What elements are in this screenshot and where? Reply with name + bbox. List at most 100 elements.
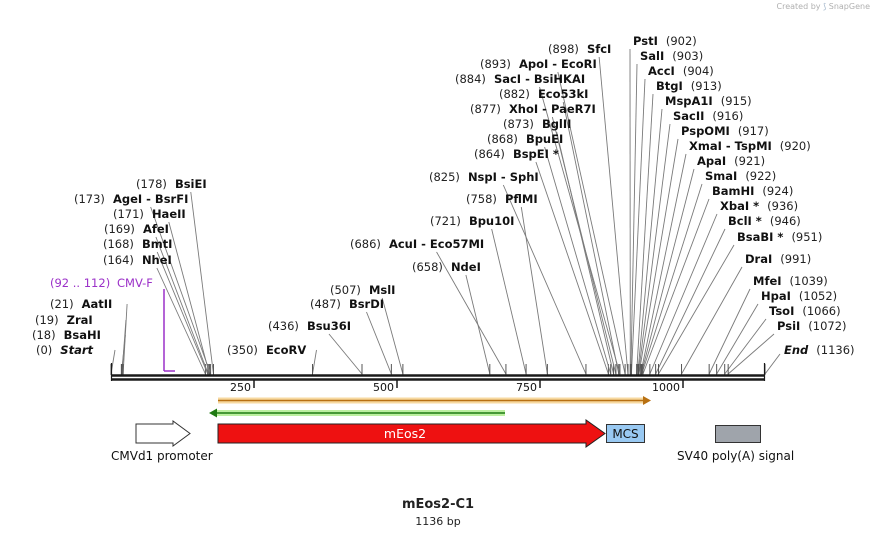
feature-cmvd1-promoter[interactable]: CMVd1 promoter: [111, 420, 213, 463]
site-name: MslI: [369, 283, 396, 297]
site-label[interactable]: (18)BsaHI: [32, 328, 101, 342]
site-position: (169): [104, 222, 135, 236]
site-position: (904): [683, 64, 714, 78]
site-label[interactable]: (946)BclI *: [728, 214, 801, 228]
site-label[interactable]: (991)DraI: [745, 252, 811, 266]
site-position: (903): [672, 49, 703, 63]
site-name: Bpu10I: [469, 214, 514, 228]
site-name: PsiI: [777, 319, 800, 333]
site-position: (721): [430, 214, 461, 228]
site-label[interactable]: (686)AcuI - Eco57MI: [350, 237, 484, 251]
feature-sv40-polya[interactable]: SV40 poly(A) signal: [677, 425, 794, 464]
site-label[interactable]: (951)BsaBI *: [737, 230, 822, 244]
site-label[interactable]: (507)MslI: [330, 283, 395, 297]
site-connector: [638, 138, 679, 375]
feature-mcs[interactable]: MCS: [606, 424, 645, 443]
site-connector: [681, 266, 743, 375]
site-name: BmtI: [142, 237, 173, 251]
site-connector: [168, 221, 210, 375]
site-label[interactable]: (1039)MfeI: [753, 274, 828, 288]
site-position: (868): [487, 132, 518, 146]
site-label[interactable]: (898)SfcI: [548, 42, 611, 56]
orf-reverse[interactable]: [209, 408, 505, 418]
site-label[interactable]: (1066) TsoI: [769, 304, 841, 318]
site-label[interactable]: (884)SacI - BsiHKAI: [455, 72, 585, 86]
site-position: (1039): [790, 274, 828, 288]
site-label[interactable]: (864)BspEI *: [474, 147, 559, 161]
site-name: SacII: [673, 109, 704, 123]
site-label[interactable]: (920)XmaI - TspMI: [689, 139, 811, 153]
site-label[interactable]: (915)MspA1I: [665, 94, 752, 108]
site-position: (19): [35, 313, 59, 327]
cmv-label: CMVd1 promoter: [111, 449, 213, 463]
feature-meos2[interactable]: mEos2: [217, 419, 606, 448]
site-label[interactable]: (882)Eco53kI: [499, 87, 588, 101]
site-position: (898): [548, 42, 579, 56]
site-label[interactable]: (1052)HpaI: [761, 289, 837, 303]
site-label[interactable]: (658)NdeI: [412, 260, 481, 274]
site-name: BtgI: [656, 79, 683, 93]
site-label[interactable]: (924)BamHI: [712, 184, 793, 198]
site-name: DraI: [745, 252, 772, 266]
site-label[interactable]: (169)AfeI: [104, 222, 169, 236]
site-label[interactable]: (171)HaeII: [113, 207, 186, 221]
site-label[interactable]: (350)EcoRV: [227, 343, 306, 357]
site-label[interactable]: (873)BglII: [503, 117, 571, 131]
site-position: (1066): [802, 304, 840, 318]
site-label[interactable]: (1136)End: [784, 343, 855, 357]
site-position: (825): [429, 170, 460, 184]
site-position: (946): [770, 214, 801, 228]
site-label[interactable]: (936)XbaI *: [720, 199, 798, 213]
site-position: (884): [455, 72, 486, 86]
site-label[interactable]: (19)ZraI: [35, 313, 93, 327]
site-position: (164): [103, 253, 134, 267]
site-connector: [637, 108, 663, 375]
site-label[interactable]: (868)BpuEI: [487, 132, 563, 146]
site-position: (917): [738, 124, 769, 138]
site-name: TsoI: [769, 304, 794, 318]
site-label[interactable]: (758)PflMI: [466, 192, 538, 206]
primer-cmv-f[interactable]: (92 .. 112) CMV-F: [50, 276, 175, 372]
site-position: (882): [499, 87, 530, 101]
site-label[interactable]: (1072) PsiI: [777, 319, 847, 333]
site-label[interactable]: (902)PstI: [633, 34, 697, 48]
site-label[interactable]: (721) Bpu10I: [430, 214, 514, 228]
site-label[interactable]: (164)NheI: [103, 253, 172, 267]
site-label[interactable]: (178)BsiEI: [136, 177, 207, 191]
site-name: AcuI - Eco57MI: [389, 237, 484, 251]
site-name: XhoI - PaeR7I: [509, 102, 596, 116]
site-name: XbaI *: [720, 199, 759, 213]
site-position: (877): [470, 102, 501, 116]
site-label[interactable]: (913)BtgI: [656, 79, 722, 93]
site-label[interactable]: (436)Bsu36I: [268, 319, 351, 333]
site-label[interactable]: (916)SacII: [673, 109, 743, 123]
orf-forward[interactable]: [218, 396, 651, 405]
site-connector: [764, 353, 781, 375]
site-label[interactable]: (877) XhoI - PaeR7I: [470, 102, 596, 116]
site-label[interactable]: (21)AatII: [50, 297, 112, 311]
site-label[interactable]: (904) AccI: [648, 64, 714, 78]
site-label[interactable]: (922)SmaI: [705, 169, 776, 183]
site-position: (350): [227, 343, 258, 357]
site-name: AccI: [648, 64, 675, 78]
site-position: (902): [666, 34, 697, 48]
site-label[interactable]: (921)ApaI: [697, 154, 765, 168]
site-name: End: [784, 343, 809, 357]
credit-brand: SnapGene: [828, 2, 870, 11]
site-label[interactable]: (917)PspOMI: [681, 124, 769, 138]
site-label[interactable]: (173)AgeI - BsrFI: [74, 192, 188, 206]
site-connector: [156, 251, 209, 375]
site-label[interactable]: (168)BmtI: [103, 237, 172, 251]
site-label[interactable]: (893)ApoI - EcoRI: [480, 57, 597, 71]
site-position: (1072): [808, 319, 846, 333]
site-connector: [557, 71, 626, 375]
site-label[interactable]: (0)Start: [36, 343, 94, 357]
site-label[interactable]: (487)BsrDI: [310, 297, 384, 311]
site-name: BsiEI: [175, 177, 207, 191]
site-name: SmaI: [705, 169, 737, 183]
primer-name: CMV-F: [117, 276, 153, 290]
site-connector: [727, 333, 775, 375]
site-label[interactable]: (903)SalI: [640, 49, 703, 63]
site-label[interactable]: (825)NspI - SphI: [429, 170, 539, 184]
